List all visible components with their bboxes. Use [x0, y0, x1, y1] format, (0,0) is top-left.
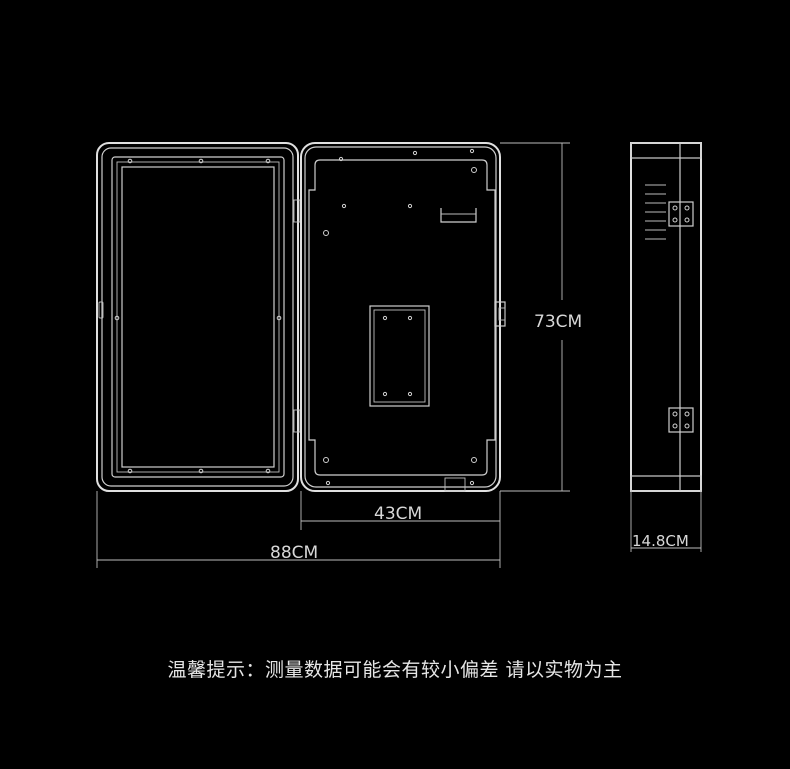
- side-view: [630, 142, 702, 492]
- dimension-43cm: 43CM: [300, 491, 501, 530]
- dim-label-thickness: 14.8CM: [632, 532, 689, 550]
- dim-label-total-width: 88CM: [270, 543, 318, 563]
- dimension-14-8cm: 14.8CM: [630, 491, 702, 552]
- dimension-73cm: 73CM: [500, 142, 582, 492]
- dim-label-height: 73CM: [534, 312, 582, 332]
- front-door-view: [96, 142, 301, 492]
- measurement-note: 温馨提示：测量数据可能会有较小偏差 请以实物为主: [167, 659, 623, 681]
- dimension-88cm: 88CM: [96, 491, 501, 568]
- cabinet-box-view: [300, 142, 506, 492]
- dim-label-depth: 43CM: [374, 504, 422, 524]
